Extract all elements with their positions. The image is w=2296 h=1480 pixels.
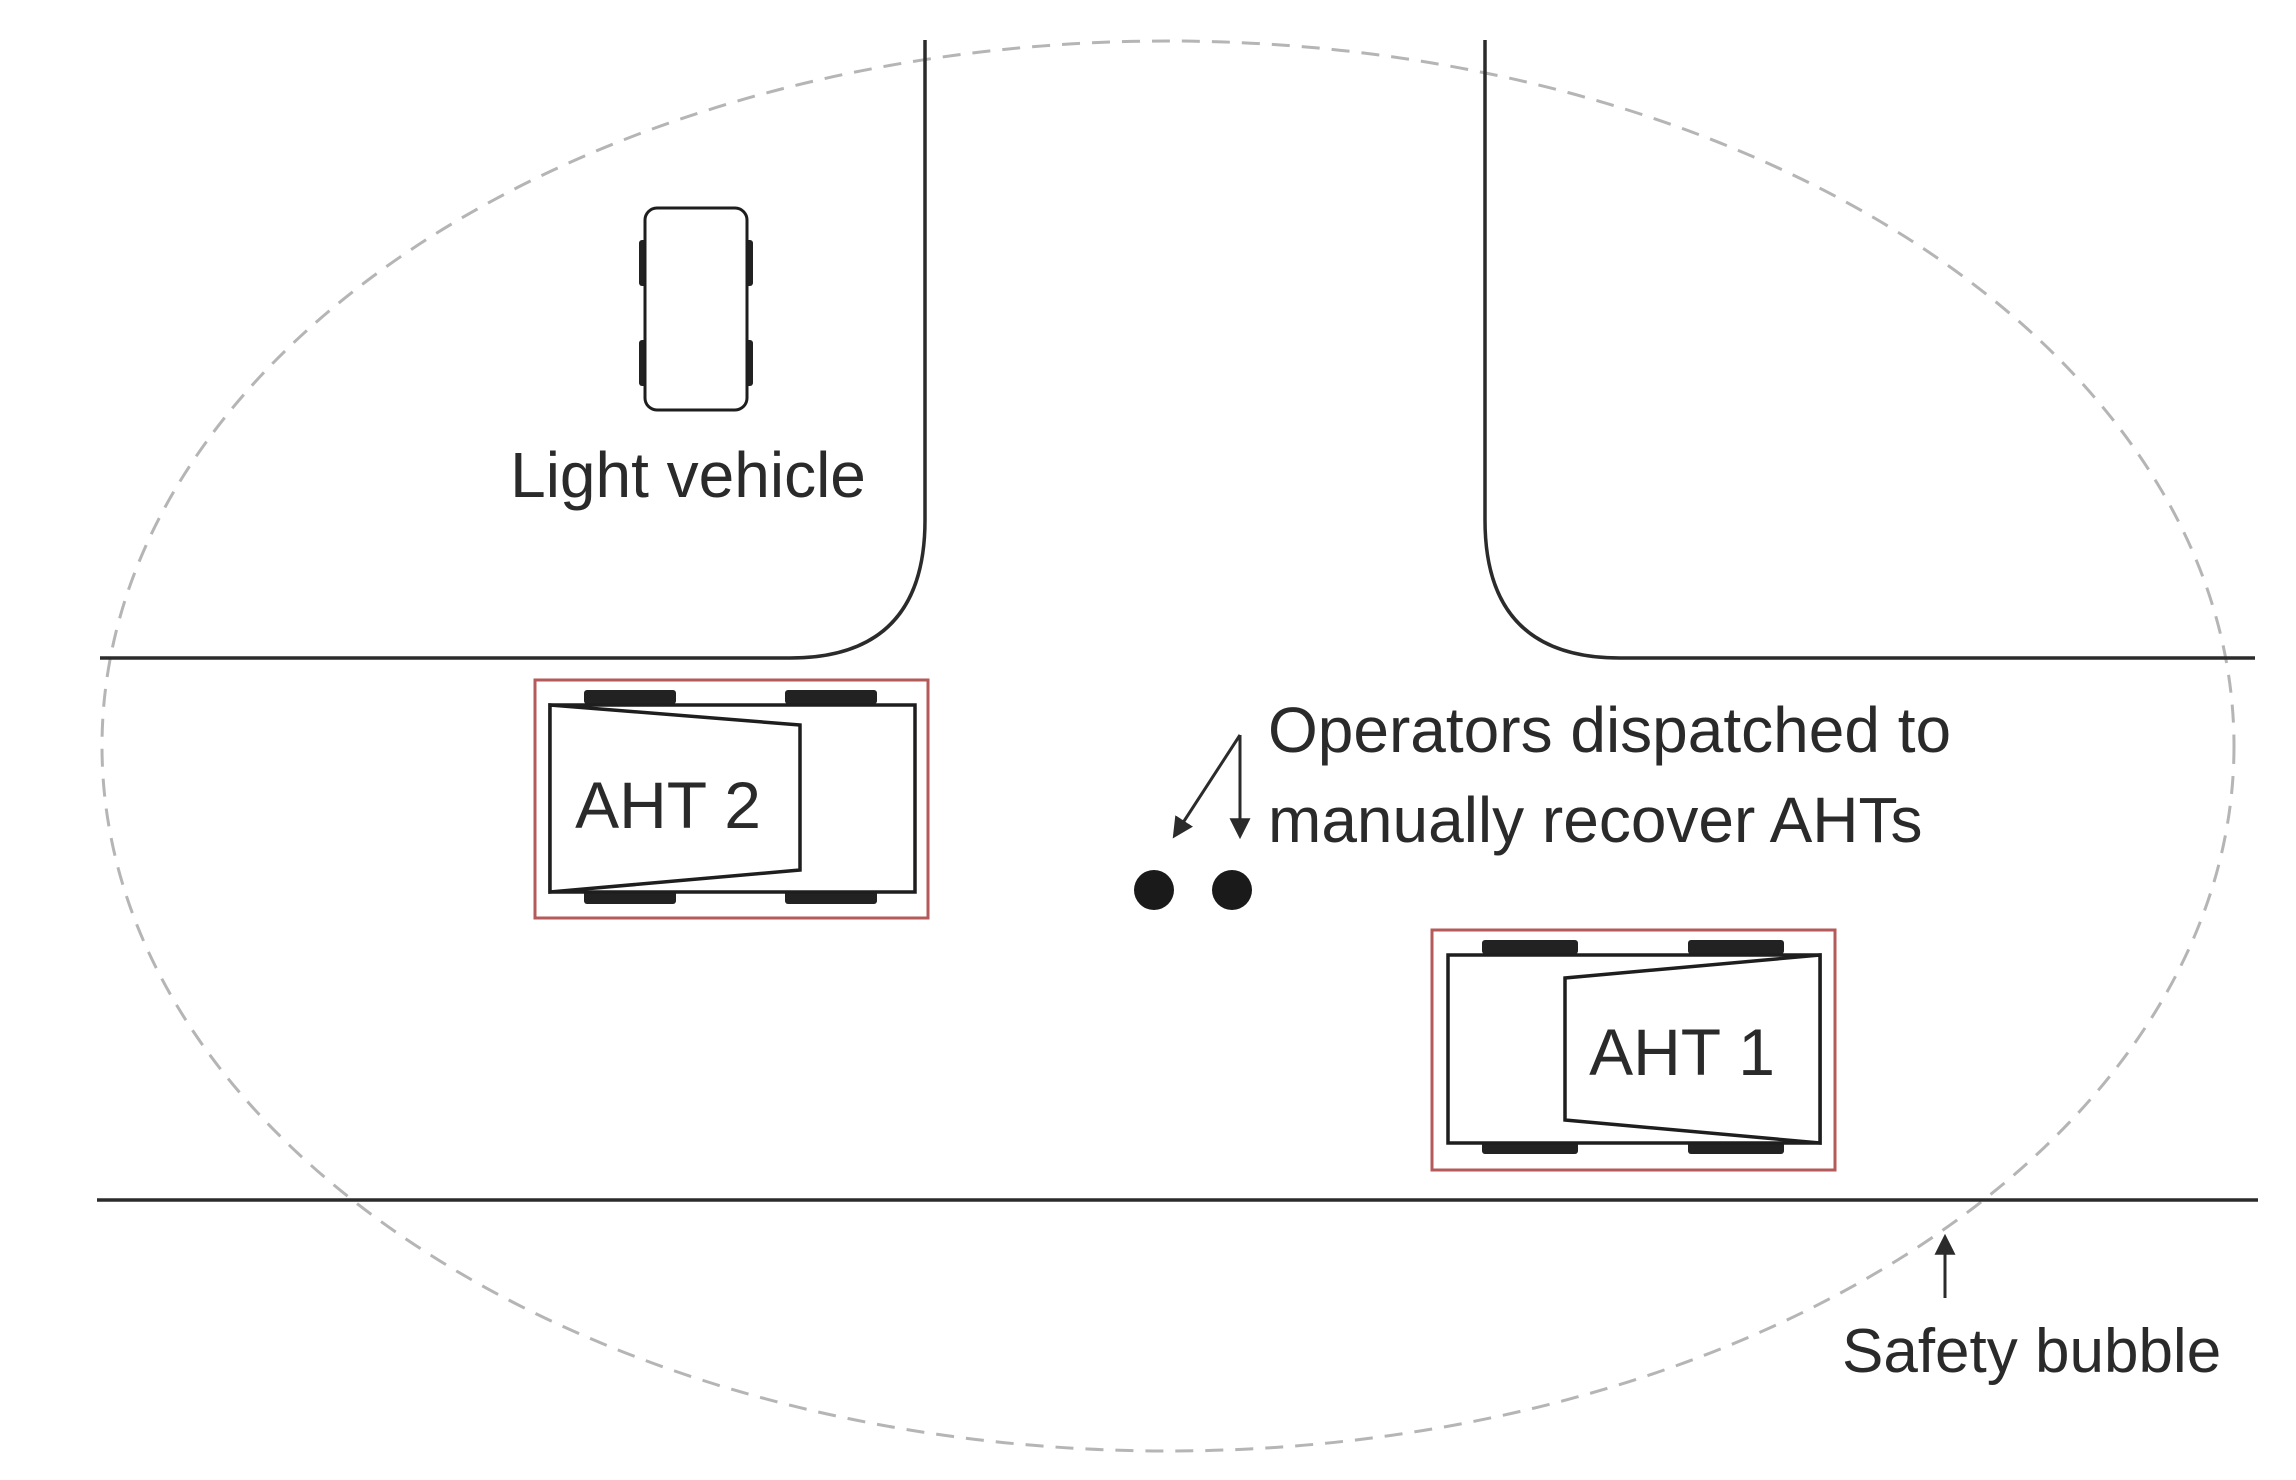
- aht-2-truck: [533, 678, 930, 920]
- light-vehicle-label: Light vehicle: [510, 439, 866, 511]
- road-edge-upper-right: [1483, 40, 2255, 660]
- aht-1-label: AHT 1: [1589, 1015, 1775, 1089]
- aht-1-tire: [1482, 940, 1578, 954]
- light-vehicle: [639, 206, 753, 412]
- operators-caption-line-1: Operators dispatched to: [1268, 694, 1951, 766]
- aht-2-tire: [785, 690, 877, 704]
- road-edges: [97, 40, 2258, 1202]
- aht-2-highlight-box: [533, 678, 930, 920]
- aht-1-highlight-box: [1430, 928, 1837, 1172]
- aht-1-truck: [1430, 928, 1837, 1172]
- operator-pointer-arrow: [1172, 734, 1242, 839]
- safety-bubble-label: Safety bubble: [1842, 1317, 2221, 1386]
- aht-1-dump-bed: [1563, 953, 1822, 1145]
- road-edge-upper-left: [100, 40, 927, 660]
- safety-bubble-outline: [100, 39, 2236, 1453]
- operator-icon: [1212, 870, 1252, 910]
- aht-2-label: AHT 2: [575, 768, 761, 842]
- operator-icon: [1134, 870, 1174, 910]
- operator-pointer-arrows: [1172, 734, 1251, 840]
- operators: [1134, 870, 1252, 910]
- aht-2-tire: [584, 690, 676, 704]
- operators-caption-line-2: manually recover AHTs: [1268, 784, 1922, 856]
- operators-caption: Operators dispatched to manually recover…: [1268, 694, 1969, 856]
- aht-1-tire: [1688, 940, 1784, 954]
- light-vehicle-body: [643, 206, 749, 412]
- aht-2-dump-bed: [548, 703, 802, 894]
